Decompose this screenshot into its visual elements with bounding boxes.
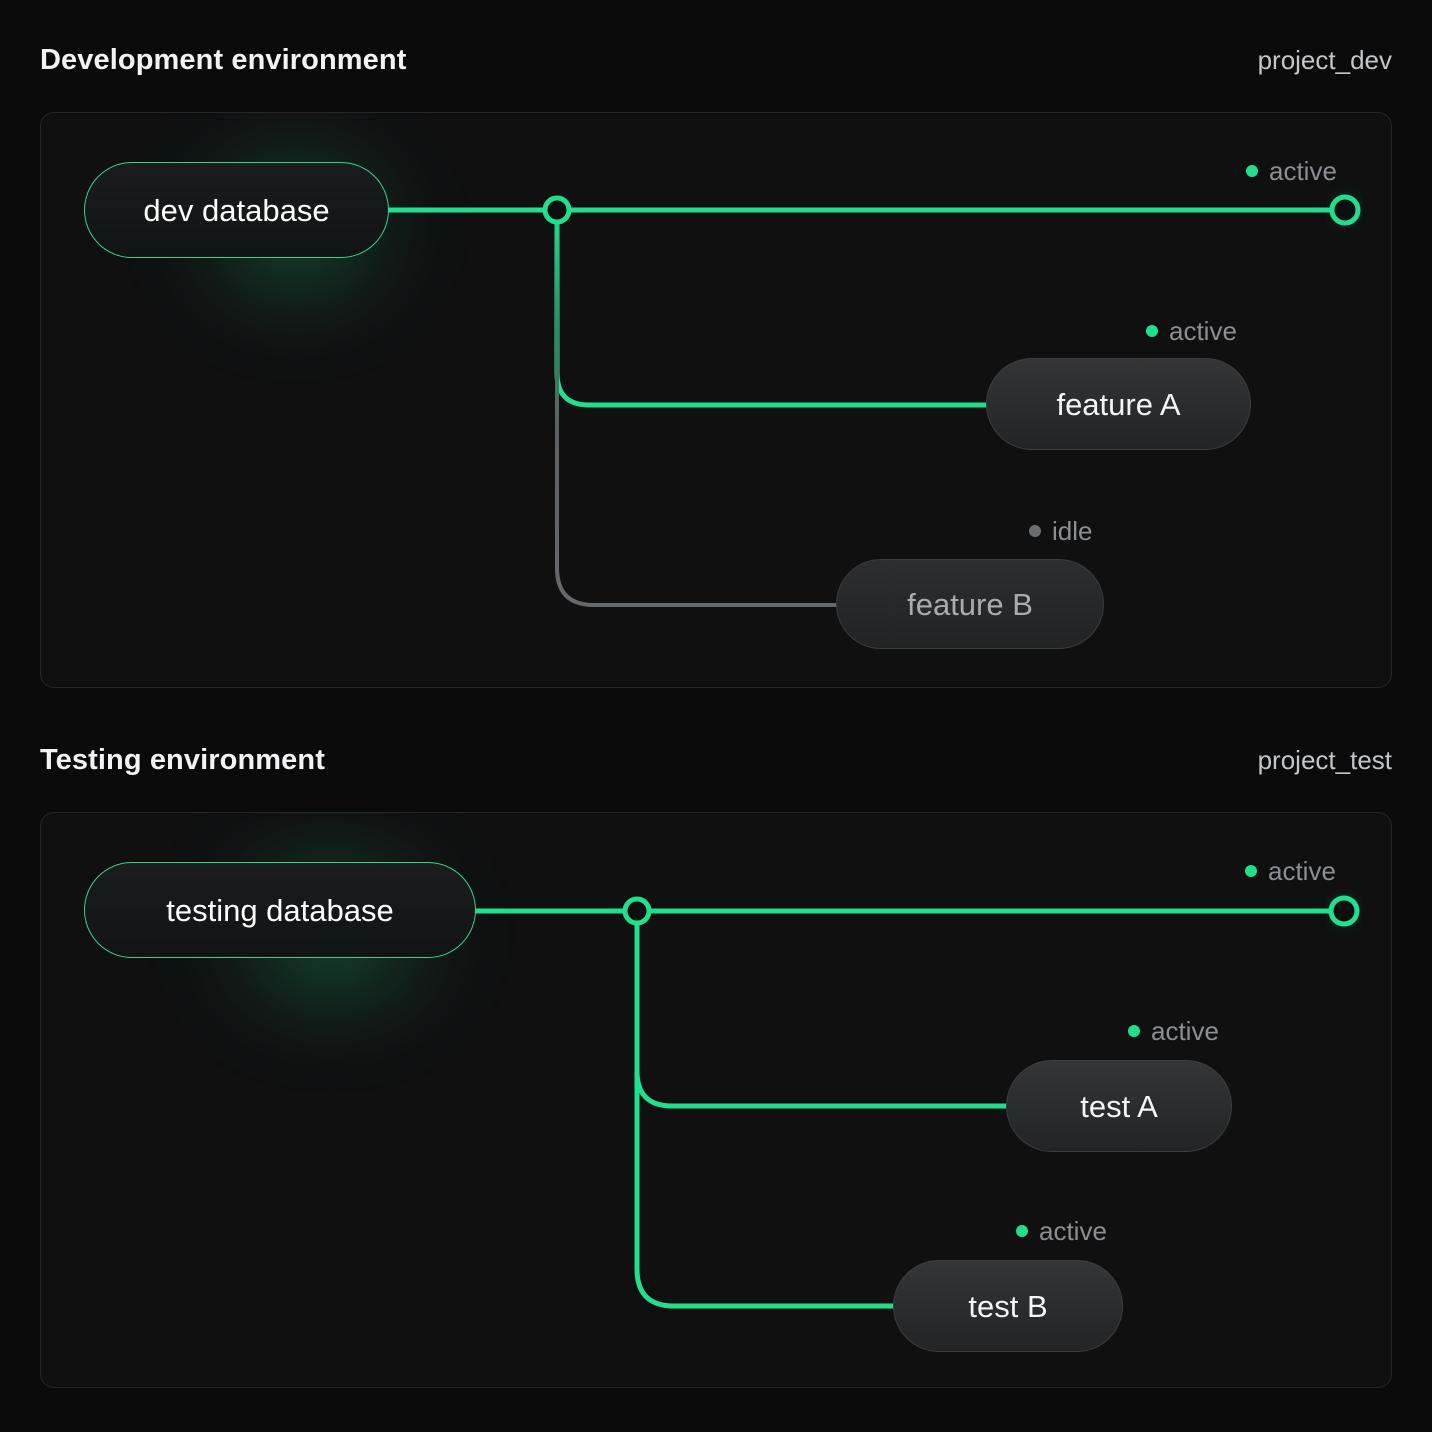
- status-label: idle: [1052, 516, 1093, 546]
- status-badge-test-a: active: [1128, 1018, 1219, 1044]
- panel-development-canvas: dev database active active feature A idl…: [41, 113, 1391, 687]
- status-dot-active-icon: [1146, 325, 1158, 337]
- panel-testing: testing database active active test A ac…: [40, 812, 1392, 1388]
- edges-testing: [473, 895, 1360, 1309]
- page-title-development: Development environment: [40, 44, 407, 76]
- status-dot-active-icon: [1128, 1025, 1140, 1037]
- endpoint-node-testing: [1328, 895, 1360, 927]
- status-badge-testing-endpoint: active: [1245, 858, 1336, 884]
- node-test-a-label: test A: [1080, 1088, 1158, 1124]
- node-feature-a[interactable]: feature A: [986, 358, 1251, 450]
- node-dev-database-label: dev database: [143, 192, 330, 228]
- panel-development: dev database active active feature A idl…: [40, 112, 1392, 688]
- edges-development: [383, 194, 1361, 607]
- status-label: active: [1268, 856, 1336, 886]
- status-badge-feature-a: active: [1146, 318, 1237, 344]
- node-test-b-label: test B: [968, 1288, 1048, 1324]
- project-name-development: project_dev: [1257, 45, 1392, 75]
- page-title-testing: Testing environment: [40, 744, 325, 776]
- junction-node-development: [542, 195, 572, 225]
- node-dev-database[interactable]: dev database: [84, 162, 389, 258]
- node-testing-database-label: testing database: [166, 892, 394, 928]
- junction-node-testing: [622, 896, 652, 926]
- status-badge-development-endpoint: active: [1246, 158, 1337, 184]
- node-test-b[interactable]: test B: [893, 1260, 1123, 1352]
- status-dot-active-icon: [1016, 1225, 1028, 1237]
- status-label: active: [1269, 156, 1337, 186]
- node-test-a[interactable]: test A: [1006, 1060, 1232, 1152]
- status-label: active: [1169, 316, 1237, 346]
- project-name-testing: project_test: [1257, 745, 1392, 775]
- panel-testing-canvas: testing database active active test A ac…: [41, 813, 1391, 1387]
- status-dot-active-icon: [1245, 865, 1257, 877]
- status-badge-feature-b: idle: [1029, 518, 1092, 544]
- section-header-development: Development environment project_dev: [40, 44, 1392, 77]
- status-badge-test-b: active: [1016, 1218, 1107, 1244]
- node-feature-b[interactable]: feature B: [836, 559, 1104, 649]
- section-header-testing: Testing environment project_test: [40, 744, 1392, 777]
- status-label: active: [1039, 1216, 1107, 1246]
- endpoint-node-development: [1329, 194, 1361, 226]
- node-feature-a-label: feature A: [1056, 386, 1181, 422]
- node-testing-database[interactable]: testing database: [84, 862, 476, 958]
- status-dot-active-icon: [1246, 165, 1258, 177]
- status-dot-idle-icon: [1029, 525, 1041, 537]
- node-feature-b-label: feature B: [907, 586, 1033, 622]
- status-label: active: [1151, 1016, 1219, 1046]
